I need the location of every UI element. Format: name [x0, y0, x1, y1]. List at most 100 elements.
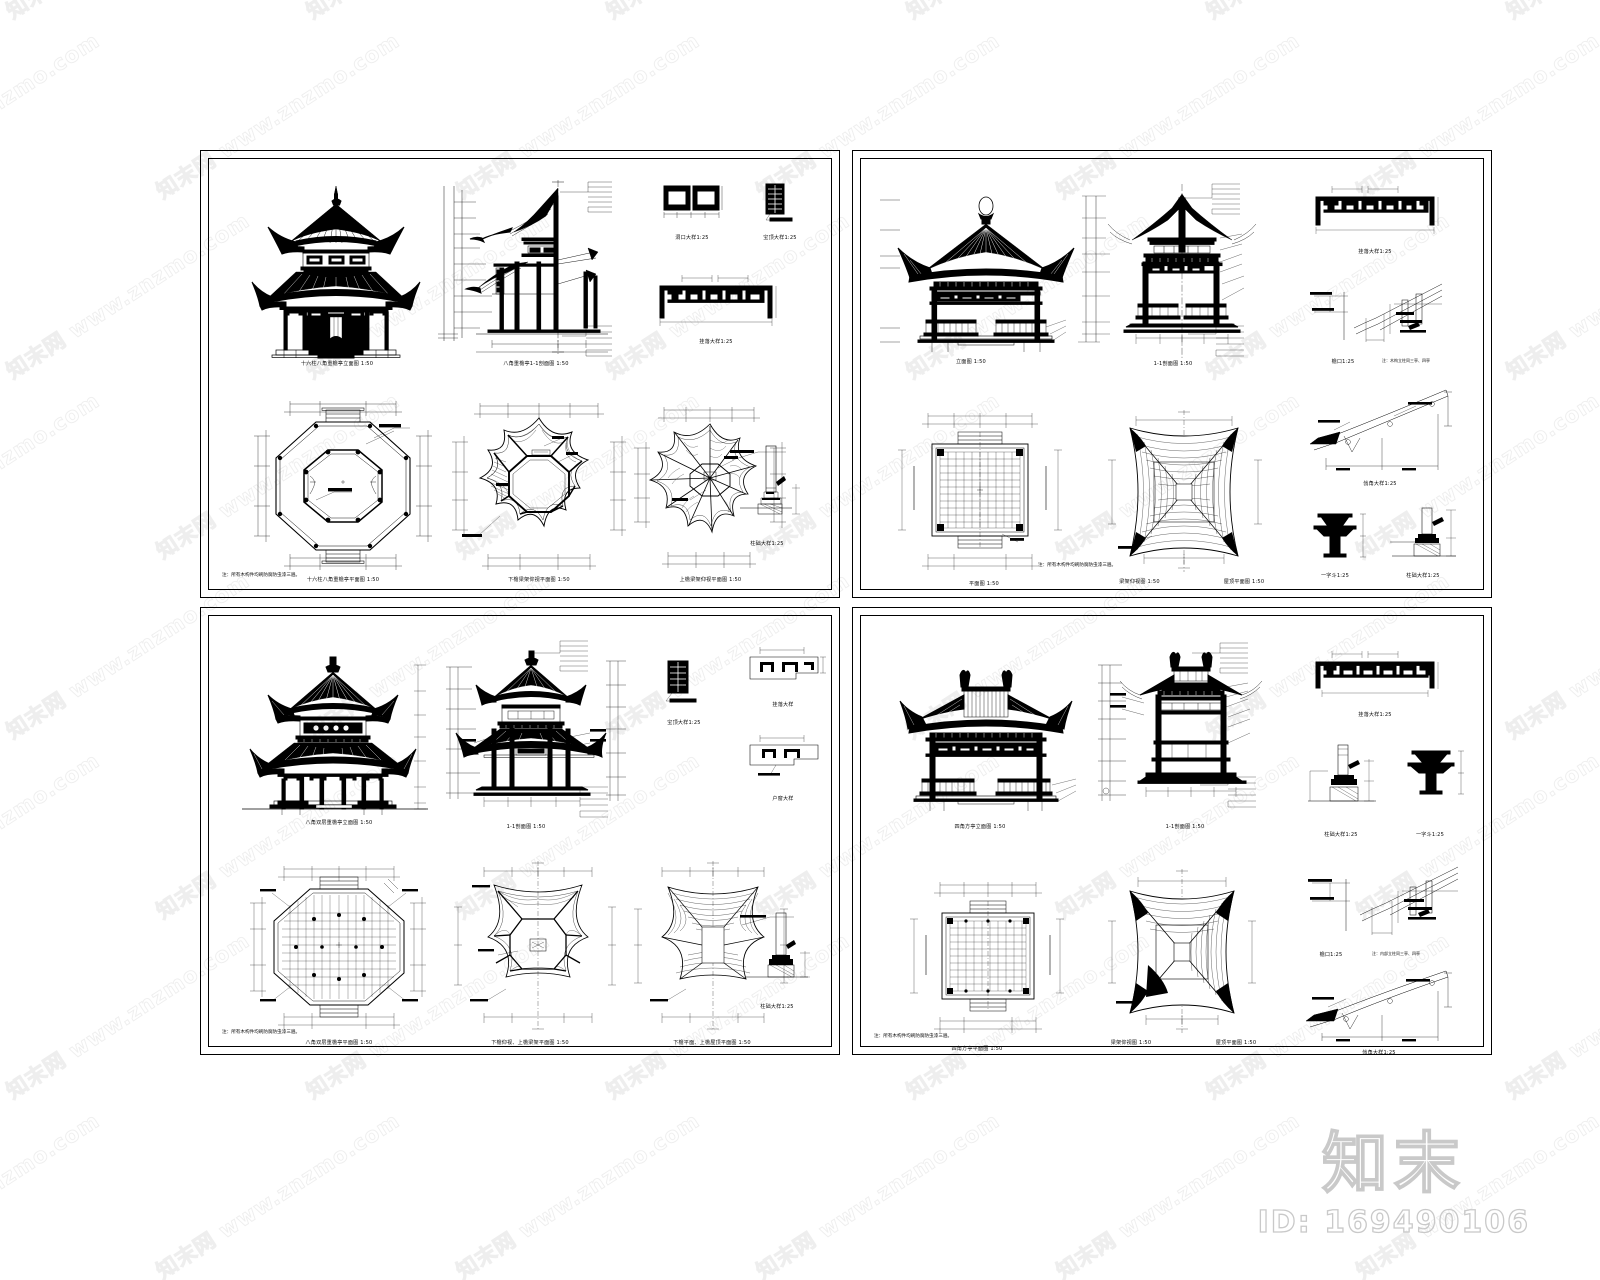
- panel-inner-border: [208, 615, 832, 1047]
- figure-detail-base[interactable]: [1298, 741, 1384, 825]
- panel-outer-border: [200, 607, 840, 1055]
- figure-roof-plan[interactable]: [628, 859, 798, 1035]
- drawing-panel-top-right[interactable]: 立面图 1:50: [852, 150, 1492, 598]
- drawing-panel-bottom-right[interactable]: 四角方亭立面图 1:50: [852, 607, 1492, 1056]
- figure-detail-lattice[interactable]: [658, 657, 702, 713]
- drawing-panel-top-left[interactable]: 十六柱八角重檐亭立面图 1:50: [200, 150, 840, 598]
- detail-railing-svg: [659, 275, 777, 326]
- figure-plan[interactable]: [248, 396, 438, 574]
- figure-detail-fret-b[interactable]: [742, 733, 828, 785]
- detail-eave-svg: [1308, 866, 1459, 935]
- detail-lattice-svg: [663, 185, 723, 218]
- panel-outer-border: [200, 150, 840, 598]
- figure-caption: 梁架仰视图 1:50: [1119, 579, 1160, 585]
- roof-plan-svg: [1108, 410, 1262, 572]
- figure-section[interactable]: [432, 637, 632, 819]
- figure-caption: 梁架仰视图 1:50: [1110, 1040, 1152, 1046]
- figure-detail-base[interactable]: [728, 438, 804, 530]
- site-brand: 知末 ID: 169490106: [1257, 1125, 1530, 1241]
- figure-elevation-front[interactable]: [246, 180, 428, 359]
- figure-detail-lattice[interactable]: [660, 182, 724, 228]
- figure-caption: 1-1剖面图 1:50: [1165, 824, 1205, 830]
- figure-roof-plan[interactable]: [1092, 406, 1282, 576]
- figure-caption: 下檐平面、上檐屋顶平面图 1:50: [673, 1040, 751, 1046]
- roof-framing-svg: [452, 403, 626, 570]
- elevation-front-svg: [899, 669, 1077, 811]
- section-svg: [1078, 183, 1257, 358]
- panel-footnote: 注：所有木构件均刷防腐防虫漆三遍。: [222, 573, 301, 578]
- figure-caption: 屋顶平面图 1:50: [1223, 579, 1265, 585]
- figure-detail-base[interactable]: [738, 907, 816, 991]
- brand-logo-text: 知末: [1321, 1125, 1466, 1202]
- detail-base-svg: [740, 912, 810, 978]
- figure-caption: 下檐仰视、上檐梁架平面图 1:50: [491, 1040, 569, 1046]
- figure-caption: 十六柱八角重檐亭平面图 1:50: [306, 577, 380, 583]
- detail-fret-b-svg: [749, 735, 819, 776]
- figure-caption: 柱础大样1:25: [760, 1004, 794, 1010]
- plan-svg: [910, 882, 1064, 1033]
- figure-plan[interactable]: [896, 873, 1078, 1039]
- roof-plan-svg: [634, 407, 786, 568]
- figure-detail-capital[interactable]: [1400, 747, 1466, 807]
- figure-caption: 檐口1:25: [1331, 359, 1355, 365]
- figure-plan[interactable]: [244, 859, 434, 1035]
- plan-svg: [898, 413, 1062, 570]
- detail-lattice-svg: [665, 660, 697, 703]
- figure-elevation-front[interactable]: [874, 184, 1075, 356]
- figure-caption: 下檐梁架仰视平面图 1:50: [508, 577, 570, 583]
- plan-svg: [250, 866, 426, 1029]
- detail-corner-svg: [1309, 389, 1452, 471]
- figure-caption: 平面图 1:50: [969, 581, 999, 587]
- figure-section[interactable]: [1088, 639, 1288, 825]
- figure-roof-plan[interactable]: [1090, 865, 1280, 1037]
- figure-detail-railing[interactable]: [652, 274, 780, 332]
- figure-section[interactable]: [436, 176, 636, 361]
- figure-roof-framing[interactable]: [448, 396, 630, 574]
- drawing-panel-bottom-left[interactable]: 八角双层重檐亭立面图 1:50: [200, 607, 840, 1055]
- panel-inner-border: [860, 158, 1484, 590]
- figure-caption: 立面图 1:50: [956, 359, 986, 365]
- panel-footnote: 注：所有木构件均刷防腐防虫漆三遍。: [222, 1030, 301, 1035]
- panel-inner-border: [860, 615, 1484, 1047]
- section-svg: [438, 180, 612, 357]
- figure-caption: 一字斗1:25: [1320, 573, 1350, 579]
- figure-caption: 1-1剖面图 1:50: [506, 824, 546, 830]
- figure-caption: 挂落大样1:25: [1358, 249, 1392, 255]
- detail-note: 注：木构立柱同三亭、四亭: [1382, 358, 1430, 363]
- detail-capital-svg: [1313, 513, 1366, 558]
- figure-elevation-front[interactable]: [238, 653, 430, 815]
- figure-caption: 八角双层重檐亭平面图 1:50: [305, 1040, 373, 1046]
- figure-caption: 戗角大样1:25: [1363, 481, 1397, 487]
- figure-plan[interactable]: [890, 406, 1070, 576]
- figure-roof-framing[interactable]: [448, 859, 628, 1035]
- figure-caption: 檐口1:25: [1319, 952, 1343, 958]
- figure-detail-corner[interactable]: [1298, 967, 1454, 1047]
- detail-base-svg: [1308, 744, 1376, 802]
- figure-caption: 八角重檐亭1-1剖面图 1:50: [503, 361, 569, 367]
- figure-detail-fret-a[interactable]: [742, 645, 828, 693]
- figure-detail-eave[interactable]: [1300, 861, 1460, 947]
- figure-section[interactable]: [1076, 176, 1276, 366]
- figure-caption: 四角方亭立面图 1:50: [954, 824, 1006, 830]
- roof-framing-svg: [454, 861, 616, 1031]
- detail-capital-svg: [1407, 750, 1464, 795]
- figure-detail-corner[interactable]: [1304, 382, 1454, 478]
- panel-inner-border: [208, 158, 832, 590]
- figure-detail-railing[interactable]: [1308, 649, 1440, 703]
- figure-elevation-front[interactable]: [886, 651, 1086, 819]
- figure-detail-railing[interactable]: [1308, 184, 1440, 240]
- plan-svg: [254, 401, 432, 570]
- figure-caption: 上檐梁架仰视平面图 1:50: [679, 577, 742, 583]
- figure-caption: 1-1剖面图 1:50: [1153, 361, 1193, 367]
- detail-railing-svg: [1315, 186, 1439, 234]
- panel-outer-border: [852, 607, 1492, 1055]
- figure-detail-eave[interactable]: [1304, 278, 1444, 352]
- elevation-front-svg: [242, 656, 428, 815]
- figure-detail-capital[interactable]: [1304, 510, 1370, 568]
- figure-roof-plan[interactable]: [628, 396, 793, 574]
- figure-detail-base[interactable]: [1384, 504, 1464, 570]
- figure-caption: 一字斗1:25: [1415, 832, 1445, 838]
- detail-finial-svg: [765, 183, 793, 222]
- figure-detail-finial[interactable]: [756, 180, 798, 232]
